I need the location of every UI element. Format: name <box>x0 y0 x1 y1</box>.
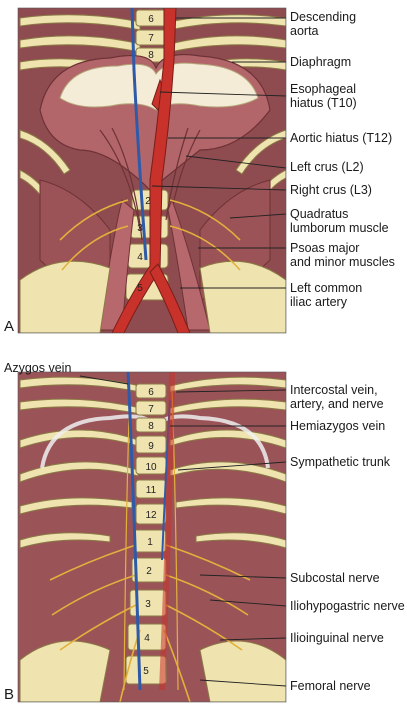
vertebra-label: 12 <box>145 510 157 521</box>
label-psoas: Psoas major and minor muscles <box>290 241 395 269</box>
label-intercostal: Intercostal vein, artery, and nerve <box>290 383 384 411</box>
vertebra-label: 1 <box>147 537 153 548</box>
ribs-b <box>19 376 286 549</box>
label-right-crus: Right crus (L3) <box>290 183 372 197</box>
vertebra-label: 3 <box>145 599 151 610</box>
vertebra-label: 4 <box>144 633 150 644</box>
vertebra-label: 4 <box>137 252 143 263</box>
panel-a-illustration: 6 7 8 2 3 4 5 <box>18 8 286 333</box>
lumbar-nerves-a <box>59 199 241 271</box>
iliac-crest-right <box>199 640 286 702</box>
label-ilioinguinal-nerve: Ilioinguinal nerve <box>290 631 384 645</box>
label-descending-aorta: Descending aorta <box>290 10 357 38</box>
vertebra-label: 10 <box>145 462 157 473</box>
ribs-left <box>19 14 141 210</box>
label-subcostal-nerve: Subcostal nerve <box>290 571 380 585</box>
vertebra-label: 7 <box>148 33 154 44</box>
vertebra-label: 8 <box>148 421 154 432</box>
vertebra-label: 11 <box>146 485 157 496</box>
vertebra-label: 5 <box>143 666 149 677</box>
leader-lines-a <box>151 17 286 289</box>
panel-b-frame <box>17 371 287 703</box>
label-azygos-vein: Azygos vein <box>4 361 72 375</box>
vertebra-label: 3 <box>137 223 143 234</box>
vertebra-label: 2 <box>146 566 152 577</box>
label-sympathetic-trunk: Sympathetic trunk <box>290 455 391 469</box>
iliac-crest-right <box>199 260 286 333</box>
label-left-common-iliac: Left common iliac artery <box>290 281 363 309</box>
vein-a <box>130 8 148 261</box>
label-esophageal-hiatus: Esophageal hiatus (T10) <box>290 82 357 110</box>
left-common-iliac-artery <box>149 263 191 333</box>
leader-lines-b <box>79 375 286 687</box>
label-quadratus-lumborum: Quadratus lumborum muscle <box>290 207 389 235</box>
azygos-vein <box>126 372 142 691</box>
iliac-crest-left <box>19 260 111 333</box>
panel-b-illustration: 6 7 8 9 10 11 12 1 2 3 4 5 <box>18 372 286 702</box>
psoas-left <box>99 199 135 331</box>
vertebra-label: 6 <box>148 387 154 398</box>
label-diaphragm: Diaphragm <box>290 55 352 69</box>
panel-a-frame <box>17 7 287 334</box>
vertebra-label: 9 <box>148 441 154 452</box>
panel-letter-a: A <box>4 318 15 335</box>
label-femoral-nerve: Femoral nerve <box>290 679 371 693</box>
label-hemiazygos-vein: Hemiazygos vein <box>290 419 386 433</box>
vertebra-label: 8 <box>148 50 154 61</box>
descending-aorta <box>111 8 177 333</box>
vertebra-label: 2 <box>145 196 151 207</box>
label-left-crus: Left crus (L2) <box>290 160 364 174</box>
vertebra-label: 7 <box>148 404 154 415</box>
label-aortic-hiatus: Aortic hiatus (T12) <box>290 131 393 145</box>
vertebra-label: 5 <box>137 283 143 294</box>
iliac-crest-left <box>19 640 111 702</box>
panel-letter-b: B <box>4 686 15 703</box>
label-iliohypogastric-nerve: Iliohypogastric nerve <box>290 599 405 613</box>
vertebra-label: 6 <box>148 14 154 25</box>
aorta-b <box>159 372 175 691</box>
